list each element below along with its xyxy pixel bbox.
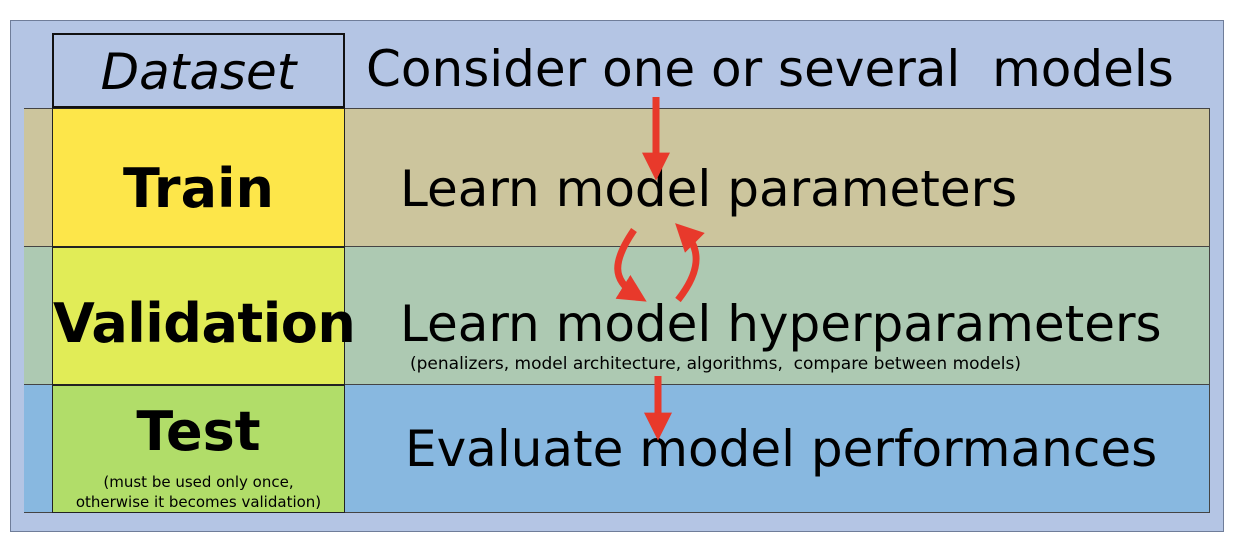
train-cell: Train — [52, 108, 345, 247]
test-note-line-1: (must be used only once, — [103, 473, 294, 491]
step-consider-models: Consider one or several models — [366, 40, 1174, 98]
dataset-label: Dataset — [100, 43, 297, 101]
test-note: (must be used only once, otherwise it be… — [53, 472, 344, 512]
test-note-line-2: otherwise it becomes validation) — [75, 493, 322, 511]
validation-label: Validation — [53, 292, 356, 355]
step-learn-parameters: Learn model parameters — [400, 160, 1018, 218]
dataset-cell: Dataset — [52, 33, 345, 108]
validation-cell: Validation — [52, 247, 356, 385]
step-evaluate-performance: Evaluate model performances — [405, 420, 1158, 478]
test-label: Test — [136, 400, 261, 463]
hyperparameters-note: (penalizers, model architecture, algorit… — [410, 354, 1022, 374]
test-cell: Test (must be used only once, otherwise … — [52, 385, 345, 513]
train-label: Train — [123, 157, 274, 220]
step-learn-hyperparameters: Learn model hyperparameters — [400, 295, 1162, 353]
